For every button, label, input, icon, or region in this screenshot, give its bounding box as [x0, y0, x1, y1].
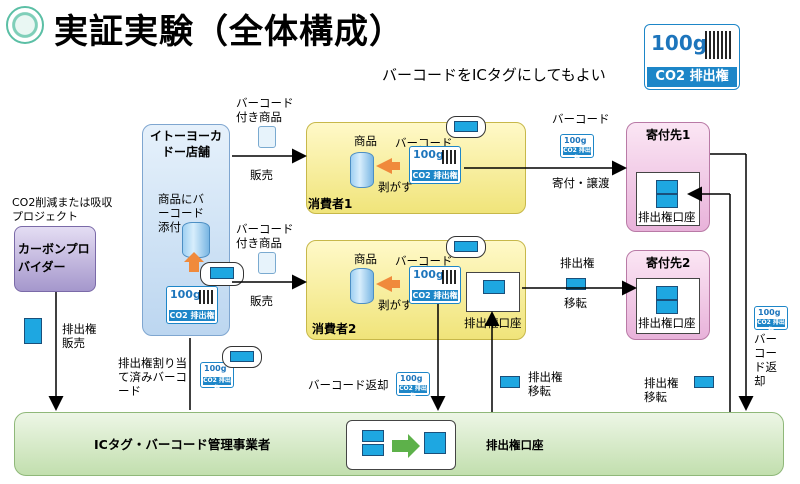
- consumer1-label: 消費者1: [308, 197, 353, 211]
- consumer1-callout-bar: [454, 121, 478, 132]
- mgmt-green-arrow: [392, 434, 420, 458]
- qr-code-icon: [705, 31, 733, 59]
- consumer2-tag: 100g CO2 排出権: [409, 266, 461, 304]
- consumer2-account-bar: [483, 280, 505, 294]
- co2-tag-sample: 100g CO2 排出権: [644, 24, 740, 90]
- rights-transfer-mid-label: 排出権移転: [528, 370, 563, 398]
- mgmt-account-bar-a: [362, 430, 384, 442]
- store-label: イトーヨーカドー店舗: [149, 129, 222, 159]
- rights-transfer-right-bar: [694, 376, 714, 388]
- donate-tag: 100g CO2 排出権: [560, 134, 594, 162]
- return-consumer-label: バーコード返却: [308, 378, 389, 392]
- qr-code-icon: [442, 150, 456, 164]
- recipient2-account-bar2: [656, 300, 678, 314]
- recipient2-account-label: 排出権口座: [638, 316, 696, 330]
- return-right-tag: 100g CO2 排出権: [754, 306, 788, 334]
- consumer2-callout-bar: [454, 241, 478, 252]
- page-title: 実証実験（全体構成）: [54, 12, 404, 52]
- logo-icon: [6, 6, 44, 44]
- allocated-label: 排出権割り当て済みバーコード: [118, 356, 187, 398]
- sale2-product-icon: [258, 252, 276, 274]
- recipient1-account-bar: [656, 180, 678, 194]
- qr-code-icon: [442, 270, 456, 284]
- sale1-product-icon: [258, 126, 276, 148]
- provider-sale-bar: [24, 318, 42, 344]
- provider-sale-label: 排出権販売: [62, 322, 97, 350]
- store-up-arrow: [184, 252, 204, 272]
- transfer-top-label: 排出権: [560, 256, 595, 270]
- recipient1-account-label: 排出権口座: [638, 210, 696, 224]
- rights-transfer-mid-bar: [500, 376, 520, 388]
- consumer1-tag: 100g CO2 排出権: [409, 146, 461, 184]
- rights-transfer-right-label: 排出権移転: [644, 376, 679, 404]
- consumer2-peel-label: 剥がす: [378, 298, 413, 312]
- consumer1-product-icon: [350, 152, 374, 188]
- store-tag: 100g CO2 排出権: [166, 286, 218, 324]
- recipient2-label: 寄付先2: [646, 256, 691, 270]
- return-tag: 100g CO2 排出権: [396, 372, 430, 400]
- consumer1-peel-label: 剥がす: [378, 180, 413, 194]
- mgmt-account-bar-b: [362, 444, 384, 456]
- donate-bottom-label: 寄付・譲渡: [552, 176, 610, 190]
- allocated-callout-bar: [230, 351, 254, 362]
- consumer2-product-icon: [350, 268, 374, 304]
- transfer-bar: [566, 278, 586, 290]
- sale2-top-label: バーコード付き商品: [236, 222, 294, 250]
- peel-arrow-1: [376, 158, 400, 174]
- subtitle-note: バーコードをICタグにしてもよい: [382, 66, 606, 84]
- donate-top-label: バーコード: [552, 112, 610, 126]
- return-right-label: バーコード返却: [754, 332, 777, 388]
- recipient1-label: 寄付先1: [646, 128, 691, 142]
- provider-label: カーボンプロバイダー: [18, 242, 90, 274]
- recipient2-account-bar: [656, 286, 678, 300]
- sale1-bottom-label: 販売: [250, 168, 273, 182]
- transfer-bottom-label: 移転: [564, 296, 587, 310]
- mgmt-account-label: 排出権口座: [486, 438, 544, 452]
- tag-amount: 100g: [651, 31, 708, 55]
- allocated-tag: 100g CO2 排出権: [200, 362, 234, 392]
- provider-box: [14, 226, 96, 292]
- consumer2-product-label: 商品: [354, 252, 377, 266]
- consumer2-barcode-label: バーコード: [395, 254, 453, 268]
- consumer2-label: 消費者2: [312, 322, 357, 336]
- mgmt-account-bar-c: [424, 432, 446, 454]
- store-product-label: 商品にバーコード添付: [158, 192, 204, 234]
- sale2-bottom-label: 販売: [250, 294, 273, 308]
- provider-caption: CO2削減または吸収プロジェクト: [12, 196, 113, 223]
- recipient1-account-bar2: [656, 194, 678, 208]
- store-callout-bar: [210, 267, 234, 279]
- consumer1-product-label: 商品: [354, 134, 377, 148]
- tag-label: CO2 排出権: [647, 67, 737, 87]
- qr-code-icon: [199, 290, 213, 304]
- peel-arrow-2: [376, 276, 400, 292]
- mgmt-label: ICタグ・バーコード管理事業者: [94, 437, 271, 452]
- product-cylinder-icon: [182, 222, 210, 258]
- sale1-top-label: バーコード付き商品: [236, 96, 294, 124]
